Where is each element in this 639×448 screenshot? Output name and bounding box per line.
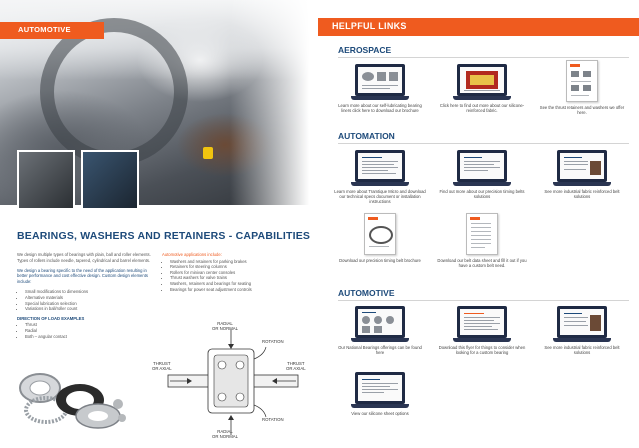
helpful-links-title: HELPFUL LINKS (332, 21, 407, 31)
link-tile[interactable]: Learn more about Tramtique Micro and dow… (334, 150, 426, 205)
link-tile[interactable]: Learn more about our self-lubricating be… (334, 64, 426, 113)
link-tile[interactable]: Find out more about our precision timing… (436, 150, 528, 199)
laptop-icon (553, 306, 611, 342)
link-tile[interactable]: Click here to find out more about our si… (436, 64, 528, 113)
list-item: Thrust washers for valve trains (170, 275, 307, 281)
page-heading: BEARINGS, WASHERS AND RETAINERS - CAPABI… (17, 230, 311, 242)
laptop-icon (351, 372, 409, 408)
automation-heading: AUTOMATION (338, 131, 395, 141)
link-caption: Our National Bearings offerings can be f… (338, 345, 422, 356)
left-page: AUTOMOTIVE BEARINGS, WASHERS AND RETAINE… (0, 0, 318, 448)
brochure-icon (364, 213, 396, 255)
link-caption: Click here to find out more about our si… (439, 103, 525, 114)
list-item: Variations in ball/roller count (25, 306, 157, 312)
list-item: Thrust (25, 322, 157, 328)
divider (338, 143, 629, 144)
data-sheet-icon (466, 213, 498, 255)
link-tile[interactable]: Our National Bearings offerings can be f… (334, 306, 426, 355)
laptop-icon (453, 64, 511, 100)
steering-wheel-shape (40, 18, 188, 166)
rotation-top-label: ROTATION (262, 339, 284, 344)
load-direction-diagram: RADIAL OR NORMAL RADIAL OR NORMAL THRUST… (150, 321, 315, 440)
list-item: Retainers for steering columns (170, 264, 307, 270)
link-caption: See more industrial fabric reinforced be… (544, 189, 620, 200)
rotation-bottom-label: ROTATION (262, 417, 284, 422)
helpful-links-banner: HELPFUL LINKS (318, 18, 639, 36)
list-item: Special lubrication selection (25, 301, 157, 307)
link-tile[interactable]: Download our precision timing belt broch… (334, 213, 426, 263)
yellow-knob (203, 147, 213, 159)
design-elements-list: Small modifications to dimensions Altern… (17, 289, 157, 312)
radial-top-label: RADIAL OR NORMAL (212, 321, 239, 331)
document-icon (566, 60, 598, 102)
link-tile[interactable]: See more industrial fabric reinforced be… (536, 150, 628, 199)
link-caption: See more industrial fabric reinforced be… (544, 345, 620, 356)
thrust-left-label: THRUST OR AXIAL (152, 361, 172, 371)
link-caption: See the thrust retainers and washers we … (539, 105, 625, 116)
content-panel (0, 218, 318, 448)
bearings-photo (19, 373, 126, 429)
link-caption: Download our precision timing belt broch… (339, 258, 421, 263)
link-tile[interactable]: See more industrial fabric reinforced be… (536, 306, 628, 355)
applications-heading: Automotive applications include: (162, 252, 222, 257)
laptop-icon (453, 150, 511, 186)
link-tile[interactable]: Download our belt data sheet and fill it… (436, 213, 528, 268)
automotive-heading: AUTOMOTIVE (338, 288, 395, 298)
link-caption: View our silicone sheet options (351, 411, 409, 416)
thrust-right-label: THRUST OR AXIAL (286, 361, 306, 371)
laptop-icon (453, 306, 511, 342)
applications-column: Automotive applications include: Washers… (162, 252, 307, 292)
link-tile[interactable]: Download this flyer for things to consid… (436, 306, 528, 355)
load-heading: DIRECTION OF LOAD EXAMPLES (17, 316, 85, 322)
link-tile[interactable]: View our silicone sheet options (334, 372, 426, 416)
laptop-icon (351, 64, 409, 100)
intro-paragraph-1: We design multiple types of bearings wit… (17, 252, 151, 263)
link-caption: Download our belt data sheet and fill it… (437, 258, 527, 269)
aerospace-heading: AEROSPACE (338, 45, 392, 55)
radial-bottom-label: RADIAL OR NORMAL (212, 429, 239, 439)
list-item: Washers and retainers for parking brakes (170, 259, 307, 265)
car-interior-photo (0, 0, 318, 205)
right-page: HELPFUL LINKS AEROSPACE Learn more about… (318, 0, 639, 448)
list-item: Washers, retainers and bearings for seat… (170, 281, 307, 287)
link-caption: Learn more about Tramtique Micro and dow… (334, 189, 426, 205)
list-item: Rollers for minivan center consoles (170, 270, 307, 276)
laptop-icon (553, 150, 611, 186)
capabilities-column: We design multiple types of bearings wit… (17, 252, 157, 343)
divider (338, 57, 629, 58)
list-item: Alternative materials (25, 295, 157, 301)
list-item: Small modifications to dimensions (25, 289, 157, 295)
car-seat-photo (81, 150, 139, 210)
laptop-icon (351, 306, 409, 342)
automotive-tab-label: AUTOMOTIVE (18, 25, 71, 34)
laptop-icon (351, 150, 409, 186)
link-caption: Find out more about our precision timing… (439, 189, 525, 200)
automotive-tab: AUTOMOTIVE (0, 22, 104, 39)
link-caption: Download this flyer for things to consid… (438, 345, 526, 356)
list-item: Both – angular contact (25, 334, 157, 340)
applications-list: Washers and retainers for parking brakes… (162, 259, 307, 293)
bearing-cross-section (167, 329, 299, 435)
divider (338, 300, 629, 301)
load-examples-list: Thrust Radial Both – angular contact (17, 322, 157, 339)
link-tile[interactable]: See the thrust retainers and washers we … (536, 60, 628, 115)
list-item: Bearings for power seat adjustment contr… (170, 287, 307, 293)
list-item: Radial (25, 328, 157, 334)
parking-brake-photo (17, 150, 75, 210)
link-caption: Learn more about our self-lubricating be… (338, 103, 422, 114)
intro-paragraph-2: We design a bearing specific to the need… (17, 267, 148, 285)
